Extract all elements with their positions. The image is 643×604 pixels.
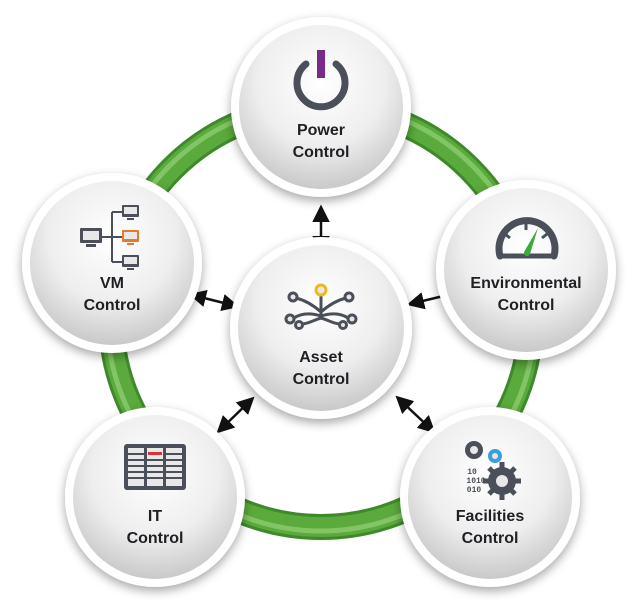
it-label-line2: Control [127,530,184,547]
node-vm: VM Control [22,173,202,353]
gauge-icon [495,217,559,260]
facilities-label-line1: Facilities [456,508,525,525]
asset-label-line2: Control [293,371,350,388]
node-asset: Asset Control [230,237,412,419]
environmental-label-line2: Control [498,297,555,314]
vm-label-line2: Control [84,297,141,314]
arrows [188,204,460,434]
environmental-label-line1: Environmental [470,275,581,292]
vm-network-icon [80,205,139,270]
svg-text:010: 010 [467,486,482,495]
node-facilities: 10 1010 010 Facilities Control [400,407,580,587]
asset-network-icon [284,283,358,330]
node-power: Power Control [231,17,411,197]
arrow-facilities [395,395,436,434]
vm-label-line1: VM [100,275,124,292]
arrow-it [216,396,255,434]
gears-icon: 10 1010 010 [465,441,521,500]
it-label-line1: IT [148,508,162,525]
asset-label-line1: Asset [299,349,343,366]
arrow-vm [188,289,240,312]
svg-text:1010: 1010 [466,477,485,486]
svg-text:10: 10 [467,468,477,477]
power-label-line2: Control [293,144,350,161]
server-rack-icon [124,444,186,490]
node-environmental: Environmental Control [436,180,616,360]
facilities-label-line2: Control [462,530,519,547]
power-icon [293,50,349,111]
node-it: IT Control [65,407,245,587]
power-label-line1: Power [297,122,345,139]
